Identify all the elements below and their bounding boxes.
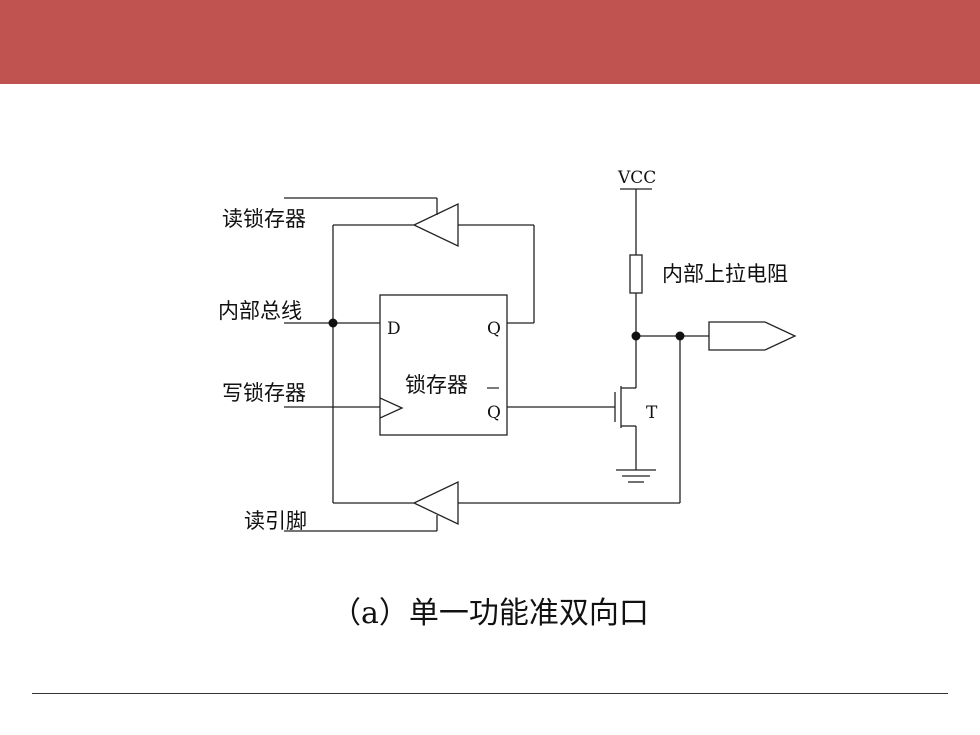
- read-latch-buffer: [412, 202, 459, 248]
- internal-bus-label: 内部总线: [218, 299, 302, 323]
- junction-dot-drain: [631, 331, 641, 341]
- clock-input-triangle: [379, 397, 404, 419]
- q-pin-label: Q: [487, 319, 501, 339]
- qbar-pin-label: Q: [487, 403, 501, 423]
- figure-caption: （a）单一功能准双向口: [331, 596, 649, 631]
- read-pin-label: 读引脚: [244, 509, 307, 533]
- write-latch-label: 写锁存器: [222, 381, 306, 405]
- read-latch-label: 读锁存器: [222, 207, 306, 231]
- pullup-label: 内部上拉电阻: [662, 262, 788, 286]
- latch-label: 锁存器: [405, 373, 468, 397]
- junction-dot-output: [675, 331, 685, 341]
- output-pin-shape: [708, 321, 797, 351]
- vcc-label: VCC: [617, 168, 656, 188]
- latch-box: [379, 294, 508, 436]
- bottom-rule: [32, 693, 948, 694]
- transistor-label: T: [646, 403, 658, 423]
- read-pin-buffer: [412, 480, 459, 526]
- pullup-resistor: [629, 254, 643, 294]
- junction-dot-bus: [328, 318, 338, 328]
- d-pin-label: D: [387, 319, 401, 339]
- top-banner: [0, 0, 980, 84]
